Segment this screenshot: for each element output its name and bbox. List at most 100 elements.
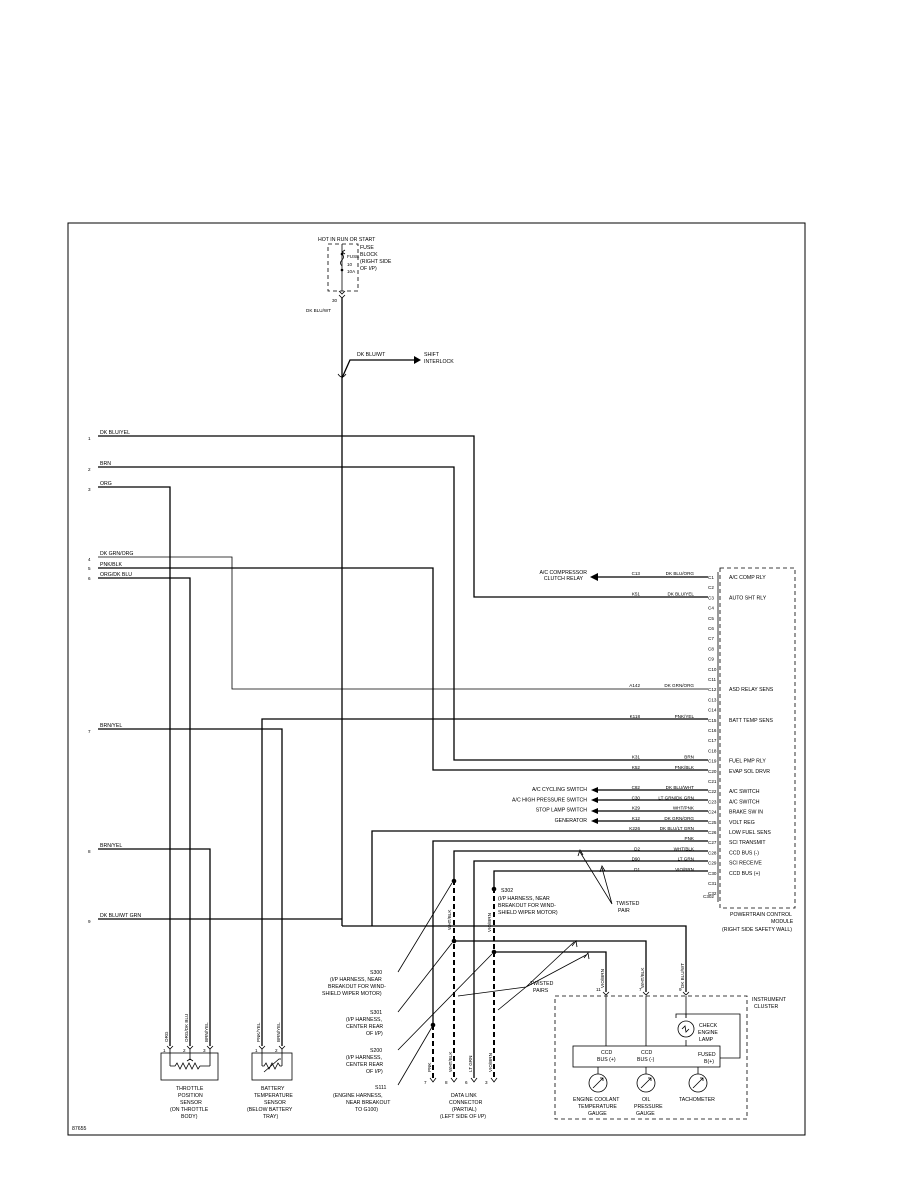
fuse-block-location-3: (RIGHT SIDE [360,259,392,265]
left-wire-color-5: PNK/BLK [100,562,122,568]
pcm-pin-c16: C16 [708,728,717,733]
splice-s302-desc-2: BREAKOUT FOR WIND- [498,903,556,909]
left-pin-7: 7 [88,729,91,734]
pcm-dest-c22: A/C CYCLING SWITCH [532,787,587,793]
pcm-circuit-c19: K31 [632,755,641,760]
splice-s200-id: S200 [370,1048,382,1054]
pcm-wire-color-c29: LT GRN [678,857,694,862]
pcm-wire-color-c1: DK BLU/ORG [666,571,695,576]
ccd-pos-label-1: CCD [601,1050,612,1056]
dlc-title-1: DATA LINK [451,1093,477,1099]
cluster-module-box [572,1045,721,1068]
tps-wire-color-1: ORG [164,1031,169,1042]
left-wire-color-9: DK BLU/WT GRN [100,913,141,919]
check-engine-label-1: CHECK [699,1023,718,1029]
pcm-func-c26: LOW FUEL SENS [729,830,771,836]
splice-s302-desc-1: (I/P HARNESS, NEAR [498,896,550,902]
arrow-left-icon [591,797,598,803]
pcm-circuit-c23: C30 [632,795,641,800]
cluster-wire-color-7: WHT/BLK [640,967,645,988]
splice-s300-desc-3: SHIELD WIPER MOTOR) [322,991,382,997]
bts-title-4: (BELOW BATTERY [247,1107,293,1113]
cluster-outline [554,995,748,1120]
gauge-coolant-3: GAUGE [588,1111,607,1117]
tps-wire-color-2: ORG/DK BLU [184,1014,189,1042]
left-wire-color-3: ORG [100,481,112,487]
oil-pressure-gauge-icon [636,1073,656,1093]
dlc-title-3: (PARTIAL) [452,1107,477,1113]
bts-title-5: TRAY) [263,1114,278,1120]
tps-wire-color-3: BRN/YEL [204,1022,209,1042]
pcm-wire-color-c23: LT GRN/DK GRN [658,795,694,800]
pcm-wire-color-c22: DK BLU/WHT [666,785,695,790]
left-wire-color-8: BRN/YEL [100,843,122,849]
pcm-pin-c32: C32 [708,891,717,896]
left-wire-color-1: DK BLU/YEL [100,430,130,436]
pcm-pin-c23: C23 [708,799,717,804]
pcm-circuit-c29: D90 [632,857,641,862]
ccd-pos-label-2: BUS (+) [597,1057,616,1063]
tps-title-5: BODY) [181,1114,198,1120]
fuse-pin: 30 [332,298,338,303]
fuse-icon [340,253,344,267]
pcm-title-3: (RIGHT SIDE SAFETY WALL) [722,927,792,933]
fuse-block-location-4: OF I/P) [360,266,377,272]
twisted-pair-label-1: TWISTED [616,901,640,907]
pcm-pin-c2: C2 [708,585,714,590]
pcm-pin-c12: C12 [708,687,717,692]
pcm-circuit-c1: C13 [632,571,641,576]
tps-pin-2: 2 [183,1048,186,1053]
tps-pin-3: 3 [203,1048,206,1053]
diagram-id: 87655 [72,1126,87,1132]
fuse-supply-label: HOT IN RUN OR START [318,237,376,243]
gauge-coolant-2: TEMPERATURE [578,1104,617,1110]
gauge-oil-2: PRESSURE [634,1104,663,1110]
pcm-wire-color-c19: BRN [684,755,694,760]
tps-title-1: THROTTLE [176,1086,204,1092]
pcm-circuit-c24: K29 [632,806,641,811]
shift-interlock: DK BLU/WT SHIFT INTERLOCK [341,352,454,379]
splice-s111-desc-1: (ENGINE HARNESS, [333,1093,383,1099]
pcm-pin-c28: C28 [708,850,717,855]
fused-label-1: FUSED [698,1052,716,1058]
pcm-circuit-c3: K51 [632,591,641,596]
pcm-func-c23: A/C SWITCH [729,799,760,805]
left-pin-4: 4 [88,557,91,562]
bts-pin-2: 2 [275,1048,278,1053]
fuse-rating: 10A [347,269,356,274]
fuse-block-location-1: FUSE [360,245,374,251]
bts-title-2: TEMPERATURE [254,1093,293,1099]
pcm-pin-c19: C19 [708,759,717,764]
pcm-connector-id: C302 [703,894,714,899]
pcm-circuit-c15: K118 [630,714,641,719]
bts-wire-color-1: PNK/YEL [256,1022,261,1042]
bts-box [251,1052,293,1081]
pcm-pin-c11: C11 [708,677,717,682]
arrow-left-icon [591,787,598,793]
dlc-wire-color-8: WHT/BLK [448,1051,453,1072]
pcm-pin-c15: C15 [708,718,717,723]
pcm-pin-c3: C3 [708,595,714,600]
fuse-number: 10 [347,262,353,267]
left-connector: 1 DK BLU/YEL 2 BRN 3 ORG 4 DK GRN/ORG 5 … [88,430,141,924]
pcm-func-c12: ASD RELAY SENS [729,687,774,693]
shift-interlock-label-1: SHIFT [424,352,440,358]
pcm-wire-color-c27: PNK [685,836,695,841]
pcm-wire-color-c3: DK BLU/YEL [667,591,694,596]
check-engine-label-3: LAMP [699,1037,714,1043]
pcm-wire-color-c30: VIO/BRN [675,867,694,872]
pcm-pin-c6: C6 [708,626,714,631]
splice-s302-desc-3: SHIELD WIPER MOTOR) [498,910,558,916]
arrow-left-icon [590,573,598,581]
splice-callouts: S302 (I/P HARNESS, NEAR BREAKOUT FOR WIN… [322,882,558,1113]
pcm-title-2: MODULE [771,919,794,925]
splice-s200-desc-1: (I/P HARNESS, [346,1055,382,1061]
cluster-pin-11: 11 [596,987,601,992]
ccd-neg-label-1: CCD [641,1050,652,1056]
instrument-cluster: INSTRUMENT CLUSTER VIO/BRN WHT/BLK DK BL… [554,963,787,1120]
arrow-right-icon [414,356,421,364]
splice-s301-desc-3: OF I/P) [366,1031,383,1037]
pcm-wire-color-c12: DK GRN/ORG [664,683,694,688]
pcm-outline [719,567,796,909]
